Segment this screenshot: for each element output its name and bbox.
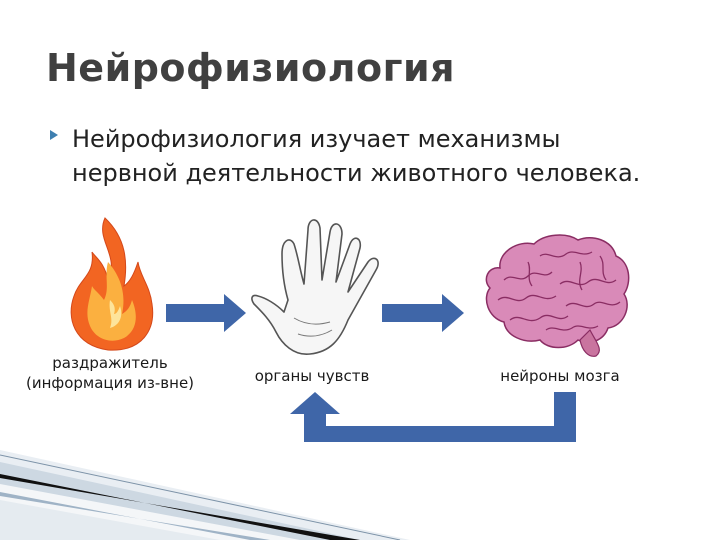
hand-icon: [251, 219, 379, 355]
slide-title: Нейрофизиология: [46, 46, 455, 90]
arrow-stimulus-to-organs: [166, 294, 246, 332]
stimulus-label: раздражитель (информация из-вне): [0, 353, 220, 393]
arrow-organs-to-neurons: [382, 294, 464, 332]
brain-icon: [485, 234, 630, 357]
bullet-arrow-icon: [50, 130, 58, 140]
bullet-text: Нейрофизиология изучает механизмы нервно…: [72, 125, 641, 187]
fire-icon: [70, 217, 154, 351]
stimulus-label-line1: раздражитель: [52, 354, 168, 372]
decorative-stripes: [0, 450, 410, 540]
neurons-label: нейроны мозга: [500, 367, 620, 385]
arrow-neurons-to-organs: [290, 392, 576, 442]
stimulus-label-line2: (информация из-вне): [25, 374, 195, 392]
organs-label: органы чувств: [254, 367, 370, 385]
